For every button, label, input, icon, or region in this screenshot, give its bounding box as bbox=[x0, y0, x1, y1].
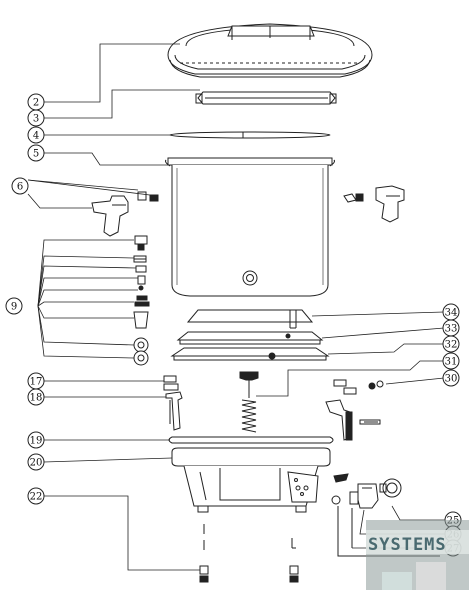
thermostat-knob-part bbox=[239, 371, 259, 398]
tap-assembly-part bbox=[133, 235, 150, 366]
callout-2: 2 bbox=[27, 93, 45, 111]
callout-34: 34 bbox=[442, 303, 460, 321]
callout-3: 3 bbox=[27, 109, 45, 127]
callouts-right: 3433323130252627 bbox=[442, 303, 462, 557]
callout-number: 9 bbox=[11, 302, 17, 313]
callout-number: 5 bbox=[33, 149, 39, 160]
callout-number: 30 bbox=[445, 374, 458, 385]
callout-circle bbox=[27, 126, 45, 144]
callout-circle bbox=[27, 109, 45, 127]
callout-30: 30 bbox=[442, 369, 460, 387]
gasket-ring-part bbox=[169, 131, 331, 139]
callout-number: 3 bbox=[33, 114, 39, 125]
callout-number: 20 bbox=[30, 458, 43, 469]
callout-number: 22 bbox=[30, 492, 43, 503]
side-handle-left-part bbox=[91, 191, 159, 237]
watermark: SYSTEMS bbox=[366, 520, 469, 590]
callout-circle bbox=[11, 177, 29, 195]
callout-number: 34 bbox=[445, 308, 458, 319]
callout-18: 18 bbox=[27, 388, 45, 406]
callout-number: 31 bbox=[445, 357, 458, 368]
bracket-left-part bbox=[163, 375, 183, 431]
spring-part bbox=[241, 399, 257, 433]
plate-32-part bbox=[170, 347, 330, 361]
callout-number: 17 bbox=[30, 377, 43, 388]
plate-34-part bbox=[186, 309, 314, 329]
callout-circle bbox=[442, 369, 460, 387]
callout-circle bbox=[27, 431, 45, 449]
bowl-part bbox=[165, 157, 335, 297]
callout-31: 31 bbox=[442, 352, 460, 370]
side-handle-right-part bbox=[343, 185, 405, 223]
watermark-text: SYSTEMS bbox=[368, 535, 447, 555]
callout-number: 19 bbox=[30, 436, 43, 447]
callout-number: 18 bbox=[30, 393, 43, 404]
callout-number: 2 bbox=[33, 98, 39, 109]
callout-circle bbox=[27, 388, 45, 406]
callout-number: 32 bbox=[445, 340, 458, 351]
callout-circle bbox=[442, 352, 460, 370]
callout-9: 9 bbox=[5, 297, 23, 315]
base-housing-part bbox=[171, 447, 331, 513]
lid-handle-part bbox=[195, 91, 337, 105]
lid-part bbox=[167, 23, 373, 78]
bracket-right-part bbox=[325, 379, 384, 441]
callout-circle bbox=[27, 487, 45, 505]
leader-lines bbox=[27, 43, 446, 571]
callout-5: 5 bbox=[27, 144, 45, 162]
base-gasket-part bbox=[168, 436, 334, 444]
callout-19: 19 bbox=[27, 431, 45, 449]
callout-circle bbox=[27, 144, 45, 162]
callout-number: 33 bbox=[445, 324, 458, 335]
callout-number: 4 bbox=[33, 131, 39, 142]
callout-4: 4 bbox=[27, 126, 45, 144]
callout-circle bbox=[5, 297, 23, 315]
callout-22: 22 bbox=[27, 487, 45, 505]
callout-6: 6 bbox=[11, 177, 29, 195]
control-components-part bbox=[331, 473, 440, 557]
feet-part bbox=[199, 524, 299, 583]
callout-33: 33 bbox=[442, 319, 460, 337]
callout-circle bbox=[442, 335, 460, 353]
callout-17: 17 bbox=[27, 372, 45, 390]
callout-circle bbox=[27, 453, 45, 471]
callout-number: 6 bbox=[17, 182, 23, 193]
plate-33-part bbox=[176, 331, 324, 345]
callout-32: 32 bbox=[442, 335, 460, 353]
callout-20: 20 bbox=[27, 453, 45, 471]
callouts-left: 2 3 4 5 6 9 17 18 19 20 22 bbox=[5, 93, 45, 505]
